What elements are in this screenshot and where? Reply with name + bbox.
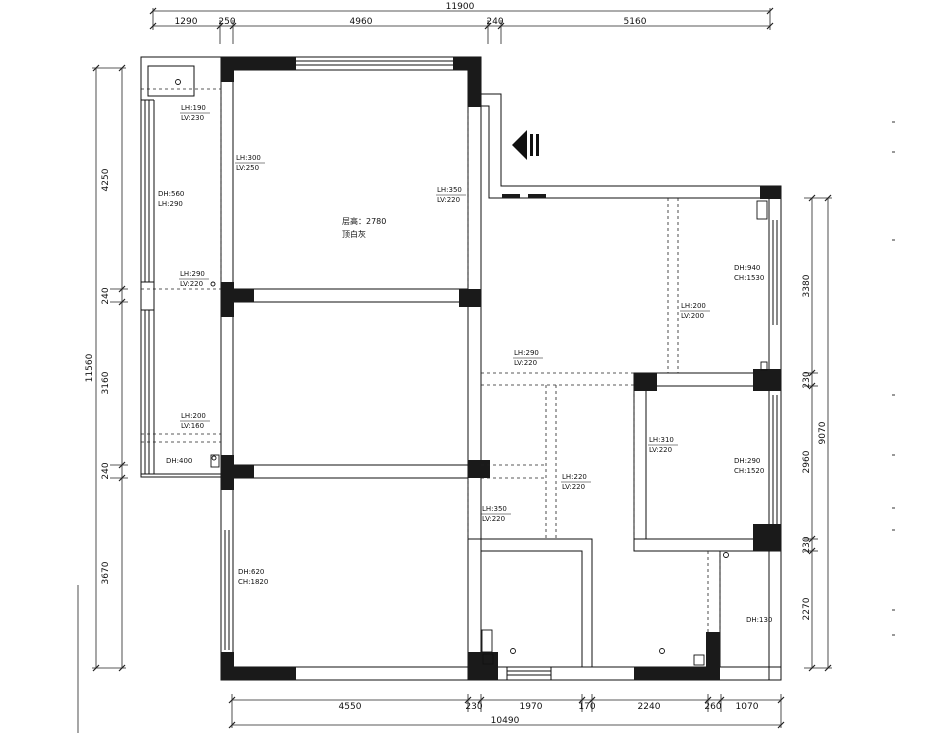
annotation: LH:190 LV:230	[180, 104, 210, 122]
walls	[140, 56, 782, 681]
dimension-lines	[77, 8, 832, 733]
annotation: DH:620 CH:1820	[238, 568, 268, 586]
dim-top-seg: 5160	[624, 17, 647, 27]
drain-icon	[175, 79, 181, 85]
dim-left-seg: 3670	[101, 561, 111, 584]
dim-right-seg: 230	[802, 371, 812, 388]
svg-text:LH:350: LH:350	[437, 186, 462, 194]
svg-text:LH:200: LH:200	[181, 412, 206, 420]
dim-bottom-total: 10490	[491, 716, 520, 726]
drain-icon	[211, 455, 217, 461]
fixture-box-icon	[482, 653, 494, 665]
svg-text:CH:1820: CH:1820	[238, 578, 268, 586]
svg-text:LH:310: LH:310	[649, 436, 674, 444]
dimension-ticks	[92, 7, 832, 729]
annotations: LH:190 LV:230 LH:300 LV:250 DH:560 LH:29…	[158, 104, 772, 624]
dim-top-seg: 1290	[175, 17, 198, 27]
ceiling-note: 顶白灰	[342, 229, 366, 239]
svg-text:DH:130: DH:130	[746, 616, 772, 624]
annotation: DH:290 CH:1520	[734, 457, 764, 475]
svg-text:LV:220: LV:220	[562, 483, 585, 491]
annotation: LH:200 LV:160	[180, 412, 210, 430]
svg-text:LV:250: LV:250	[236, 164, 259, 172]
dim-bottom-seg: 170	[578, 702, 595, 712]
svg-text:LH:300: LH:300	[236, 154, 261, 162]
svg-text:LH:190: LH:190	[181, 104, 206, 112]
dim-right-seg: 2270	[802, 597, 812, 620]
dim-top-total: 11900	[446, 2, 475, 12]
svg-text:LV:220: LV:220	[514, 359, 537, 367]
dim-left-total: 11560	[85, 353, 95, 382]
annotation: LH:350 LV:220	[481, 505, 511, 523]
entrance-arrow-icon	[512, 130, 539, 160]
svg-text:DH:290: DH:290	[734, 457, 760, 465]
dim-right-total: 9070	[818, 421, 828, 444]
drain-icon	[510, 648, 516, 654]
dim-bottom-seg: 1070	[736, 702, 759, 712]
room-height-note: 层高：2780	[342, 216, 386, 226]
dim-bottom-seg: 2240	[638, 702, 661, 712]
dimension-texts: 11900 1290 250 4960 240 5160 4550 230 19…	[85, 2, 828, 726]
dim-left-seg: 3160	[101, 371, 111, 394]
annotation: DH:560 LH:290	[158, 190, 184, 208]
annotation: LH:350 LV:220	[436, 186, 466, 204]
dim-bottom-seg: 4550	[339, 702, 362, 712]
drain-icon	[659, 648, 665, 654]
svg-text:DH:940: DH:940	[734, 264, 760, 272]
dim-left-seg: 240	[101, 462, 111, 479]
svg-text:LV:160: LV:160	[181, 422, 204, 430]
fixtures	[175, 79, 768, 666]
structural-columns	[221, 57, 781, 680]
annotation: LH:290 LV:220	[179, 270, 209, 288]
svg-text:CH:1530: CH:1530	[734, 274, 764, 282]
dim-left-seg: 4250	[101, 168, 111, 191]
annotation: DH:130	[746, 616, 772, 624]
svg-text:LH:200: LH:200	[681, 302, 706, 310]
annotation: LH:200 LV:200	[680, 302, 710, 320]
svg-text:LV:220: LV:220	[649, 446, 672, 454]
drain-icon	[210, 281, 216, 287]
dim-right-seg: 3380	[802, 274, 812, 297]
dim-right-seg: 2960	[802, 450, 812, 473]
svg-text:LH:290: LH:290	[514, 349, 539, 357]
dim-top-seg: 250	[218, 17, 235, 27]
dim-left-seg: 240	[101, 287, 111, 304]
svg-text:LH:350: LH:350	[482, 505, 507, 513]
fixture-box-icon	[481, 629, 493, 653]
svg-text:DH:560: DH:560	[158, 190, 184, 198]
svg-text:LV:220: LV:220	[437, 196, 460, 204]
svg-text:LH:220: LH:220	[562, 473, 587, 481]
fixture-box-icon	[693, 654, 705, 666]
svg-text:CH:1520: CH:1520	[734, 467, 764, 475]
svg-text:DH:400: DH:400	[166, 457, 192, 465]
fixture-box-icon	[760, 361, 768, 371]
annotation: LH:290 LV:220	[513, 349, 543, 367]
dim-bottom-seg: 1970	[520, 702, 543, 712]
svg-text:LH:290: LH:290	[180, 270, 205, 278]
svg-text:LV:220: LV:220	[482, 515, 505, 523]
fixture-box-icon	[756, 200, 768, 220]
drain-icon	[723, 552, 729, 558]
dim-top-seg: 240	[486, 17, 503, 27]
dim-bottom-seg: 230	[465, 702, 482, 712]
annotation: LH:310 LV:220	[648, 436, 678, 454]
svg-text:LV:220: LV:220	[180, 280, 203, 288]
fixture-box-icon	[210, 454, 220, 468]
annotation: DH:940 CH:1530	[734, 264, 764, 282]
dashed-guide-lines	[141, 82, 721, 632]
svg-text:LV:200: LV:200	[681, 312, 704, 320]
annotation: LH:220 LV:220	[561, 473, 591, 491]
svg-text:LV:230: LV:230	[181, 114, 204, 122]
annotation: DH:400	[166, 457, 192, 465]
annotation: LH:300 LV:250	[235, 154, 265, 172]
edge-marks	[892, 121, 895, 636]
svg-text:DH:620: DH:620	[238, 568, 264, 576]
svg-text:LH:290: LH:290	[158, 200, 183, 208]
dim-bottom-seg: 260	[704, 702, 721, 712]
dim-right-seg: 230	[802, 536, 812, 553]
dim-top-seg: 4960	[350, 17, 373, 27]
